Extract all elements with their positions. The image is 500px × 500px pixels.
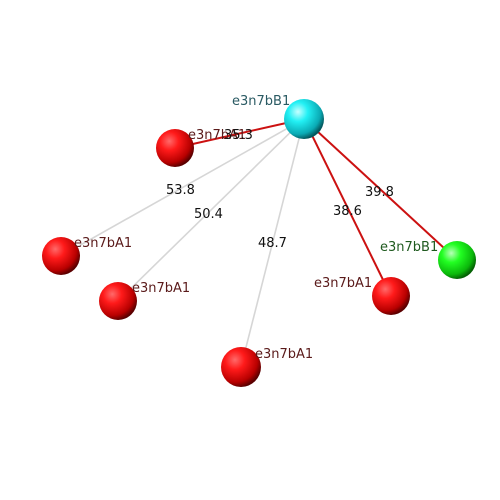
- edge-n2-weight: 53.8: [166, 183, 195, 198]
- edge-n6-weight: 39.8: [365, 185, 394, 200]
- edge-n5-weight: 38.6: [333, 204, 362, 219]
- edge-n1-weight: 35.3: [224, 128, 253, 143]
- hub-sphere[interactable]: [284, 99, 324, 139]
- node-n4-sphere[interactable]: [221, 347, 261, 387]
- edge-hub-n2: [60, 118, 305, 257]
- node-n3-sphere[interactable]: [99, 282, 137, 320]
- node-n1-label: e3n7bA1: [188, 128, 246, 143]
- node-n1-sphere[interactable]: [156, 129, 194, 167]
- node-n5-label: e3n7bA1: [314, 276, 372, 291]
- edge-hub-n3: [117, 118, 305, 302]
- hub-label: e3n7bB1: [232, 94, 290, 109]
- node-n2-sphere[interactable]: [42, 237, 80, 275]
- edge-hub-n1: [174, 118, 305, 149]
- node-n5-sphere[interactable]: [372, 277, 410, 315]
- edge-hub-n6: [303, 118, 458, 261]
- node-n6-label: e3n7bB1: [380, 240, 438, 255]
- node-n2-label: e3n7bA1: [74, 236, 132, 251]
- edge-n3-weight: 50.4: [194, 207, 223, 222]
- node-n4-label: e3n7bA1: [255, 347, 313, 362]
- edge-hub-n4: [240, 118, 305, 368]
- node-n6-sphere[interactable]: [438, 241, 476, 279]
- edge-hub-n5: [303, 118, 392, 297]
- edge-n4-weight: 48.7: [258, 236, 287, 251]
- node-n3-label: e3n7bA1: [132, 281, 190, 296]
